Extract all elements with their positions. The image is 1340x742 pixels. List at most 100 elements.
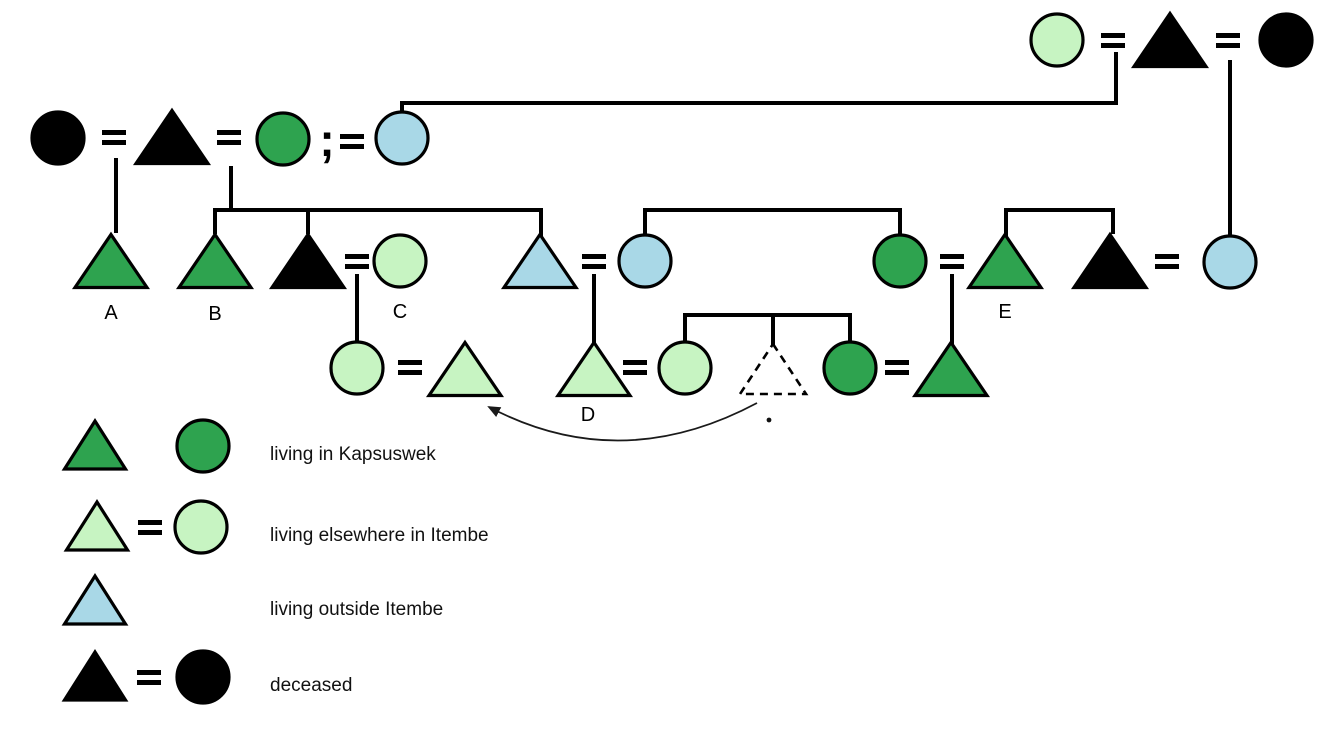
legend-label: living outside Itembe	[270, 599, 443, 620]
equals-bar	[345, 254, 369, 259]
legend-item-0: living in Kapsuswek	[61, 418, 436, 474]
person-g1-circle-itembe-circle-icon	[1029, 12, 1085, 68]
equals-bar	[885, 360, 909, 365]
person-g3-triangle-deceased-triangle-icon	[268, 231, 348, 290]
legend-equals-icon	[138, 520, 162, 535]
person-g4-triangle-dashed-triangle-icon	[737, 341, 809, 396]
person-g3-circle-outside-2-circle-icon	[1202, 234, 1258, 290]
equals-bar	[940, 264, 964, 269]
equals-bar	[1216, 33, 1240, 38]
sibship-g4-circle-dashed-circle	[683, 313, 852, 343]
person-g4-circle-kapsuswek-circle-icon	[822, 340, 878, 396]
person-g3-triangle-outside-triangle-icon	[500, 231, 580, 290]
person-g4-circle-itembe-1-circle-icon	[329, 340, 385, 396]
arrow-dot-mark	[766, 417, 772, 423]
legend: living in Kapsuswek living elsewhere in I…	[61, 418, 489, 705]
equals-bar	[340, 144, 364, 149]
equals-bar	[398, 360, 422, 365]
legend-deceased-circle-icon	[175, 649, 231, 705]
equals-bar	[1155, 254, 1179, 259]
sibship-E-deceased-triangle	[1004, 208, 1115, 237]
equals-bar	[623, 360, 647, 365]
person-g3-circle-C-circle-icon	[372, 233, 428, 289]
equals-bar	[1155, 264, 1179, 269]
legend-itembe-circle-icon	[173, 499, 229, 555]
legend-deceased-triangle-icon	[61, 649, 129, 702]
person-g3-triangle-A-triangle-icon	[71, 231, 151, 290]
semicolon-separator: ;	[319, 114, 334, 166]
descent-and-sibling-lines	[114, 52, 1232, 346]
legend-kapsuswek-triangle-icon	[61, 418, 129, 471]
union-g4-2-equals-icon	[623, 360, 647, 375]
legend-item-3: deceased	[61, 649, 352, 705]
person-label-E: E	[998, 301, 1011, 323]
person-g3-triangle-E-triangle-icon	[965, 231, 1045, 290]
union-g3-2-equals-icon	[582, 254, 606, 269]
person-g2-circle-kapsuswek-circle-icon	[255, 111, 311, 167]
equals-bar	[582, 264, 606, 269]
union-g3-4-equals-icon	[1155, 254, 1179, 269]
person-g4-circle-itembe-2-circle-icon	[657, 340, 713, 396]
equals-bar	[102, 130, 126, 135]
equals-bar	[217, 140, 241, 145]
equals-bar	[885, 370, 909, 375]
person-g1-circle-deceased-circle-icon	[1258, 12, 1314, 68]
person-nodes	[30, 10, 1314, 398]
person-g4-triangle-D-triangle-icon	[554, 339, 634, 398]
person-g2-circle-outside-circle-icon	[374, 110, 430, 166]
equals-bar	[582, 254, 606, 259]
person-g4-triangle-kapsuswek-triangle-icon	[911, 339, 991, 398]
legend-equals-icon	[137, 670, 161, 685]
equals-bar	[1101, 43, 1125, 48]
person-g3-triangle-B-triangle-icon	[175, 231, 255, 290]
union-g3-3-equals-icon	[940, 254, 964, 269]
equals-bar	[623, 370, 647, 375]
equals-bar	[102, 140, 126, 145]
person-g3-triangle-deceased-2-triangle-icon	[1070, 231, 1150, 290]
union-g2-1-equals-icon	[102, 130, 126, 145]
equals-bar	[138, 530, 162, 535]
legend-label: living in Kapsuswek	[270, 444, 436, 465]
person-g3-circle-kapsuswek-circle-icon	[872, 233, 928, 289]
person-g4-triangle-itembe-1-triangle-icon	[425, 339, 505, 398]
equals-bar	[217, 130, 241, 135]
union-g2-2-equals-icon	[217, 130, 241, 145]
union-g4-1-equals-icon	[398, 360, 422, 375]
union-g3-1-equals-icon	[345, 254, 369, 269]
descent-g1-couple1-to-g2-wife3	[400, 52, 1118, 113]
union-g4-3-equals-icon	[885, 360, 909, 375]
person-label-B: B	[208, 303, 221, 325]
equals-bar	[940, 254, 964, 259]
person-label-D: D	[581, 404, 595, 426]
legend-label: deceased	[270, 675, 352, 696]
legend-itembe-triangle-icon	[63, 499, 131, 552]
union-g1-2-equals-icon	[1216, 33, 1240, 48]
person-label-A: A	[104, 302, 118, 324]
equals-bar	[340, 134, 364, 139]
equals-bar	[398, 370, 422, 375]
legend-item-2: living outside Itembe	[61, 573, 443, 626]
legend-kapsuswek-circle-icon	[175, 418, 231, 474]
sibship-B-deceased-outside	[213, 208, 543, 236]
person-g2-triangle-deceased-triangle-icon	[132, 107, 212, 166]
equals-bar	[1216, 43, 1240, 48]
relation-arrow	[487, 402, 772, 442]
equals-bar	[1101, 33, 1125, 38]
sibship-outside-kapsuswek-circles	[643, 208, 902, 236]
equals-bar	[138, 520, 162, 525]
union-g2-3-equals-icon	[340, 134, 364, 149]
marriage-equals-signs: ;	[102, 33, 1240, 375]
curved-arrow-icon	[487, 402, 758, 442]
person-g3-circle-outside-circle-icon	[617, 233, 673, 289]
person-g1-triangle-deceased-triangle-icon	[1130, 10, 1210, 69]
equals-bar	[137, 680, 161, 685]
legend-outside-triangle-icon	[61, 573, 129, 626]
equals-bar	[345, 264, 369, 269]
legend-label: living elsewhere in Itembe	[270, 525, 489, 546]
equals-bar	[137, 670, 161, 675]
person-g2-circle-deceased-circle-icon	[30, 110, 86, 166]
legend-item-1: living elsewhere in Itembe	[63, 499, 489, 555]
